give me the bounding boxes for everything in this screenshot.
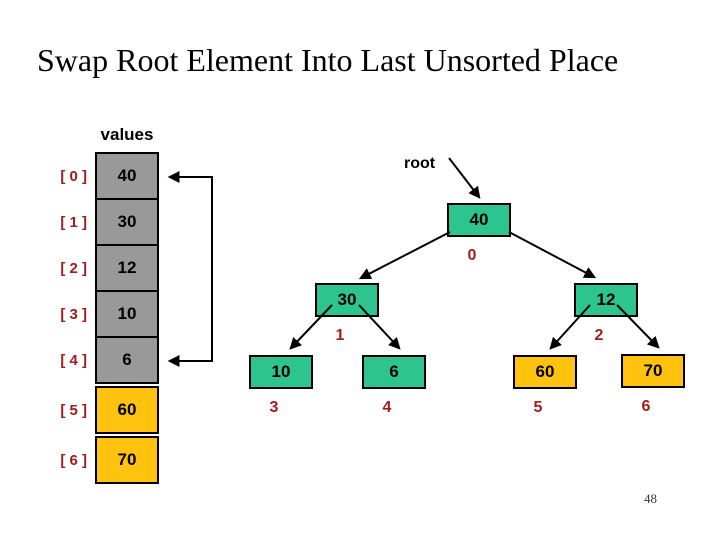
tree-root-label: root [404,155,436,172]
array-values-label: values [100,125,154,144]
tree-node: 10 [249,355,313,389]
array-row: [ 1 ] 30 [45,198,159,246]
slide-title: Swap Root Element Into Last Unsorted Pla… [37,42,619,78]
tree-node: 60 [513,355,577,389]
tree-node: 30 [315,283,379,317]
tree-node: 70 [621,354,685,388]
array-index-label: [ 6 ] [60,451,87,469]
array-cell: 12 [95,244,159,292]
array-row: [ 0 ] 40 [45,152,159,200]
page-number: 48 [644,491,657,506]
array-index-label: [ 3 ] [60,305,87,323]
tree-node-index-label: 6 [641,398,651,415]
array-cell: 40 [95,152,159,200]
swap-arrow [167,171,213,367]
tree-node: 12 [574,283,638,317]
array-index-label: [ 4 ] [60,351,87,369]
edge-40-12 [508,231,597,279]
array-row: [ 3 ] 10 [45,290,159,338]
array-index-label: [ 1 ] [60,213,87,231]
tree-node-index-label: 3 [269,399,279,416]
array-row: [ 2 ] 12 [45,244,159,292]
tree-node-index-label: 0 [467,247,477,264]
array-cell: 10 [95,290,159,338]
root-arrow [448,157,481,199]
tree-node-index-label: 1 [335,327,345,344]
array-row: [ 5 ] 60 [45,386,159,434]
array-cell: 30 [95,198,159,246]
tree-node-index-label: 4 [382,399,392,416]
array-row: [ 6 ] 70 [45,436,159,484]
array-index-label: [ 2 ] [60,259,87,277]
tree-node: 6 [362,355,426,389]
heap-array: [ 0 ] 40 [ 1 ] 30 [ 2 ] 12 [ 3 ] 10 [ 4 ] 6 [ 5 ] 6… [45,152,159,484]
array-index-label: [ 0 ] [60,167,87,185]
tree-node: 40 [447,203,511,237]
array-row: [ 4 ] 6 [45,336,159,384]
tree-node-index-label: 2 [594,327,604,344]
array-cell: 60 [95,386,159,434]
edge-40-30 [358,231,451,280]
tree-node-index-label: 5 [533,399,543,416]
array-cell: 70 [95,436,159,484]
array-index-label: [ 5 ] [60,401,87,419]
array-cell: 6 [95,336,159,384]
